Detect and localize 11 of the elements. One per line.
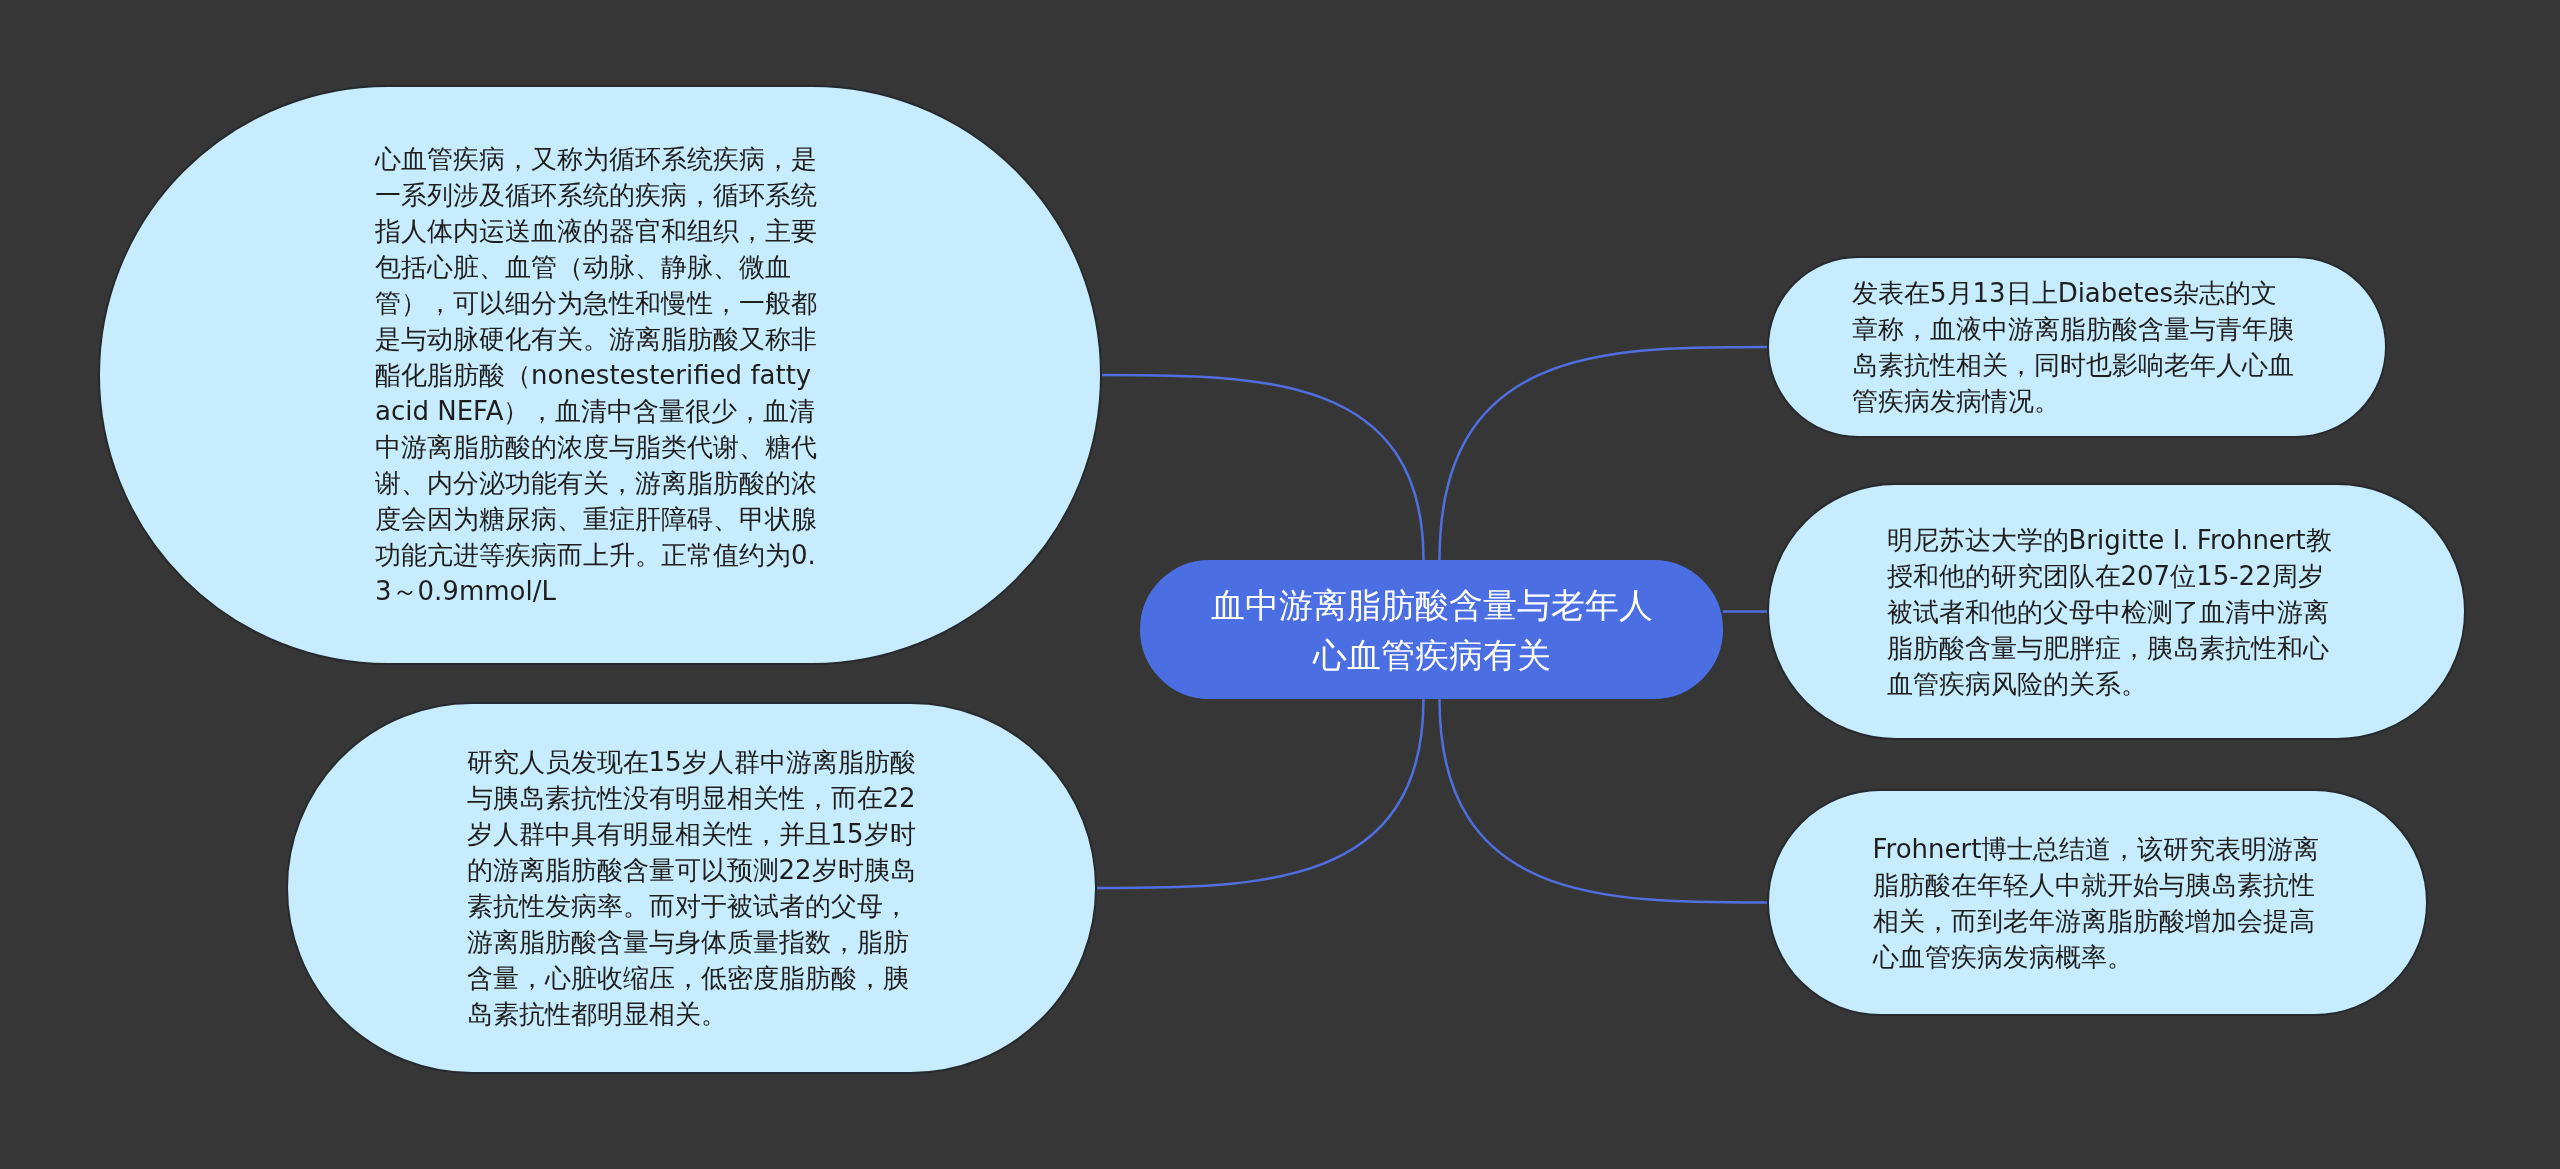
connector-line bbox=[1097, 698, 1425, 890]
connector-line bbox=[1723, 610, 1767, 613]
note-text: 明尼苏达大学的Brigitte I. Frohnert教授和他的研究团队在207位15-22周岁被试者和他的父母中检测了血清中游离脂肪酸含量与肥胖症，胰岛素抗性和心血管疾病风险的关系。 bbox=[1886, 523, 2333, 701]
note-text: 研究人员发现在15岁人群中游离脂肪酸与胰岛素抗性没有明显相关性，而在22岁人群中具有明显相关性，并且15岁时的游离脂肪酸含量可以预测22岁时胰岛素抗性发病率。而对于被试者的父母，游离脂肪酸含量与身体质量指数，脂肪含量，心脏收缩压，低密度脂肪酸，胰岛素抗性都明显相关。 bbox=[466, 746, 917, 1031]
note-text: 发表在5月13日上Diabetes杂志的文章称，血液中游离脂肪酸含量与青年胰岛素抗性相关，同时也影响老年人心血管疾病发病情况。 bbox=[1852, 277, 2295, 418]
note-text: Frohnert博士总结道，该研究表明游离脂肪酸在年轻人中就开始与胰岛素抗性相关，而到老年游离脂肪酸增加会提高心血管疾病发病概率。 bbox=[1872, 832, 2321, 974]
topic-title: 血中游离脂肪酸含量与老年人心血管疾病有关 bbox=[1209, 583, 1654, 677]
connector-line bbox=[1438, 698, 1767, 904]
note-text: 心血管疾病，又称为循环系统疾病，是一系列涉及循环系统的疾病，循环系统指人体内运送血液的器官和组织，主要包括心脏、血管（动脉、静脉、微血管），可以细分为急性和慢性，一般都是与动脉硬化有关。游离脂肪酸又称非酯化脂肪酸（nonestesterified fatty acid NEFA），血清中含量很少，血清中游离脂肪酸的浓度与脂类代谢、糖代谢、内分泌功能有关，游离脂肪酸的浓度会因为糖尿病、重症肝障碍、甲状腺功能亢进等疾病而上升。正常值约为0.3～0.9mmol/L bbox=[375, 143, 818, 608]
connector-line bbox=[1102, 373, 1425, 561]
connector-line bbox=[1438, 345, 1767, 561]
